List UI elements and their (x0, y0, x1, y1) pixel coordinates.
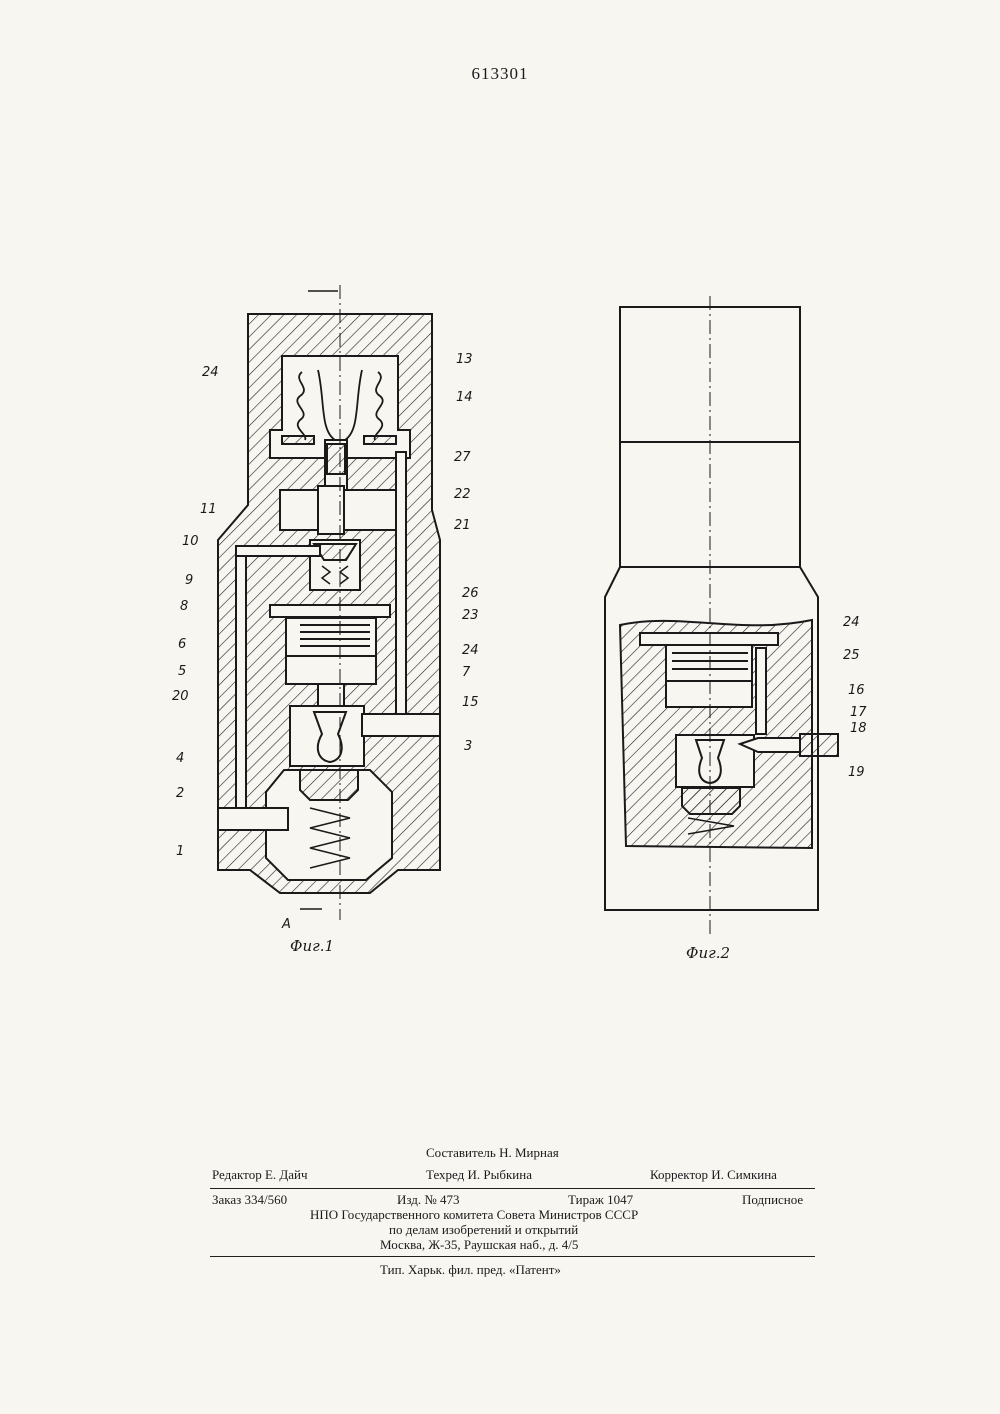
label-25: 25 (843, 648, 860, 663)
print-run: Тираж 1047 (568, 1192, 633, 1208)
figure-1-caption: Фиг.1 (290, 937, 334, 955)
label-1: 1 (176, 844, 184, 859)
figure-2-drawing (605, 296, 838, 935)
label-14: 14 (456, 390, 473, 405)
label-24-fig2: 24 (843, 615, 860, 630)
corrector: Корректор И. Симкина (650, 1167, 777, 1183)
label-11: 11 (200, 502, 217, 517)
label-17: 17 (850, 705, 867, 720)
label-6: 6 (178, 637, 186, 652)
imprint-rule-top (210, 1188, 815, 1189)
label-9: 9 (185, 573, 193, 588)
label-2: 2 (176, 786, 184, 801)
imprint-rule-bottom (210, 1256, 815, 1257)
figure-1-drawing (218, 285, 440, 920)
subscription: Подписное (742, 1192, 803, 1208)
section-mark-a: А (282, 917, 291, 932)
label-27: 27 (454, 450, 471, 465)
address: Москва, Ж-35, Раушская наб., д. 4/5 (380, 1237, 578, 1253)
label-23: 23 (462, 608, 479, 623)
label-10: 10 (182, 534, 199, 549)
label-21: 21 (454, 518, 471, 533)
edition-number: Изд. № 473 (397, 1192, 460, 1208)
organization-line-2: по делам изобретений и открытий (389, 1222, 578, 1238)
label-4: 4 (176, 751, 184, 766)
label-18: 18 (850, 721, 867, 736)
label-24: 24 (462, 643, 479, 658)
label-12: 24 (202, 365, 219, 380)
label-26: 26 (462, 586, 479, 601)
order-number: Заказ 334/560 (212, 1192, 287, 1208)
label-8: 8 (180, 599, 188, 614)
printer: Тип. Харьк. фил. пред. «Патент» (380, 1262, 561, 1278)
compiler: Составитель Н. Мирная (426, 1145, 559, 1161)
label-19: 19 (848, 765, 865, 780)
figure-2-caption: Фиг.2 (686, 944, 730, 962)
label-7: 7 (462, 665, 470, 680)
label-16: 16 (848, 683, 865, 698)
label-13: 13 (456, 352, 473, 367)
label-22: 22 (454, 487, 471, 502)
label-20: 20 (172, 689, 189, 704)
tech-editor: Техред И. Рыбкина (426, 1167, 532, 1183)
label-15: 15 (462, 695, 479, 710)
label-5: 5 (178, 664, 186, 679)
organization-line-1: НПО Государственного комитета Совета Мин… (310, 1207, 638, 1223)
editor: Редактор Е. Дайч (212, 1167, 308, 1183)
label-3: 3 (464, 739, 472, 754)
